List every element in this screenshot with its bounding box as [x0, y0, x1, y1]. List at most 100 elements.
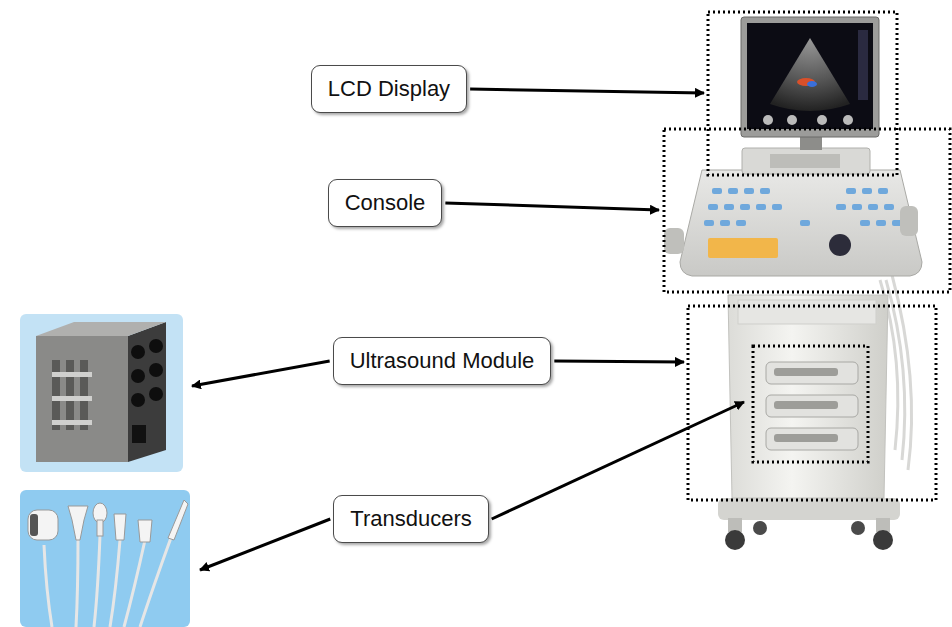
key: [878, 188, 888, 194]
display-outline: [708, 12, 897, 175]
module-slot: [66, 360, 74, 430]
fan-hole: [131, 345, 145, 359]
probe-holder: [766, 395, 858, 417]
console-screen: [770, 154, 840, 168]
cable: [140, 535, 172, 627]
screen-icon: [843, 115, 853, 125]
cable: [124, 540, 145, 627]
module-side: [128, 322, 166, 462]
key: [728, 188, 738, 194]
leader-arrow: [200, 519, 330, 570]
console-keys: [704, 188, 902, 226]
probe-cables: [44, 535, 172, 627]
leader-arrow: [470, 89, 704, 93]
doppler-spot: [807, 81, 817, 87]
leader-arrows: [192, 89, 744, 570]
label-box: LCD Display: [311, 65, 467, 113]
monitor-screen: [747, 23, 873, 129]
key: [736, 220, 746, 226]
key: [740, 204, 750, 210]
connector-port: [132, 425, 146, 443]
label-text: Console: [345, 190, 426, 216]
key: [884, 204, 894, 210]
fan-hole: [131, 369, 145, 383]
label-text: Transducers: [350, 506, 471, 532]
screen-icon: [763, 115, 773, 125]
trackball: [829, 234, 851, 256]
transducer-outline: [753, 346, 868, 462]
key: [860, 220, 870, 226]
probe-handle: [97, 520, 103, 536]
key: [846, 188, 856, 194]
module-top: [36, 322, 166, 336]
side-menu: [858, 30, 868, 100]
module-slot: [80, 360, 88, 430]
fan-hole: [149, 363, 163, 377]
probe-head: [168, 500, 188, 540]
probe-head: [138, 520, 152, 542]
key: [836, 204, 846, 210]
label-text: Ultrasound Module: [350, 348, 535, 374]
monitor-frame: [741, 17, 879, 137]
ultrasound-image: [770, 38, 850, 111]
key: [876, 220, 886, 226]
probe-holder: [766, 362, 858, 384]
screen-icon: [817, 115, 827, 125]
module-picture: [20, 314, 183, 472]
leader-arrow: [492, 402, 744, 519]
dotted-outlines: [664, 12, 950, 500]
key: [712, 188, 722, 194]
probe-head: [28, 510, 58, 540]
probe-slot: [774, 401, 838, 409]
key: [756, 204, 766, 210]
module-rail: [52, 396, 92, 401]
probe-slot: [774, 368, 838, 376]
probe-holder: [766, 428, 858, 450]
cable: [44, 545, 52, 627]
wheel-fork: [728, 518, 742, 532]
wheel: [725, 530, 745, 550]
probe-face: [30, 514, 38, 536]
key: [744, 188, 754, 194]
module-rail: [52, 420, 92, 425]
probe-cup: [900, 206, 918, 236]
wheel: [851, 521, 865, 535]
cable: [110, 540, 120, 627]
cable: [892, 275, 912, 470]
cable: [76, 540, 78, 627]
key: [760, 188, 770, 194]
fan-hole: [131, 393, 145, 407]
wheel-fork: [876, 518, 890, 532]
key: [800, 220, 810, 226]
module-rail: [52, 372, 92, 377]
console-outline: [664, 129, 950, 292]
label-box: Transducers: [333, 495, 488, 543]
console-body: [680, 170, 922, 276]
probe-slot: [774, 434, 838, 442]
key: [724, 204, 734, 210]
key: [772, 204, 782, 210]
module-slot: [52, 360, 60, 430]
console-top: [742, 148, 870, 174]
label-text: LCD Display: [328, 76, 450, 102]
fan-hole: [149, 387, 163, 401]
key: [704, 220, 714, 226]
label-box: Console: [328, 179, 443, 227]
probe-head: [68, 506, 88, 540]
wheel: [873, 530, 893, 550]
wheel: [753, 521, 767, 535]
gel-holder: [664, 228, 684, 254]
module-front: [36, 336, 128, 462]
key: [868, 204, 878, 210]
fan-hole: [149, 339, 163, 353]
cart-shelf: [738, 300, 876, 324]
picture-ground: [20, 490, 190, 627]
screen-icon: [787, 115, 797, 125]
cable: [94, 535, 100, 627]
ultrasound-cart: [664, 17, 922, 550]
transducers-picture: [20, 490, 190, 627]
key: [720, 220, 730, 226]
label-box: Ultrasound Module: [333, 337, 552, 385]
probe-head: [114, 514, 126, 540]
